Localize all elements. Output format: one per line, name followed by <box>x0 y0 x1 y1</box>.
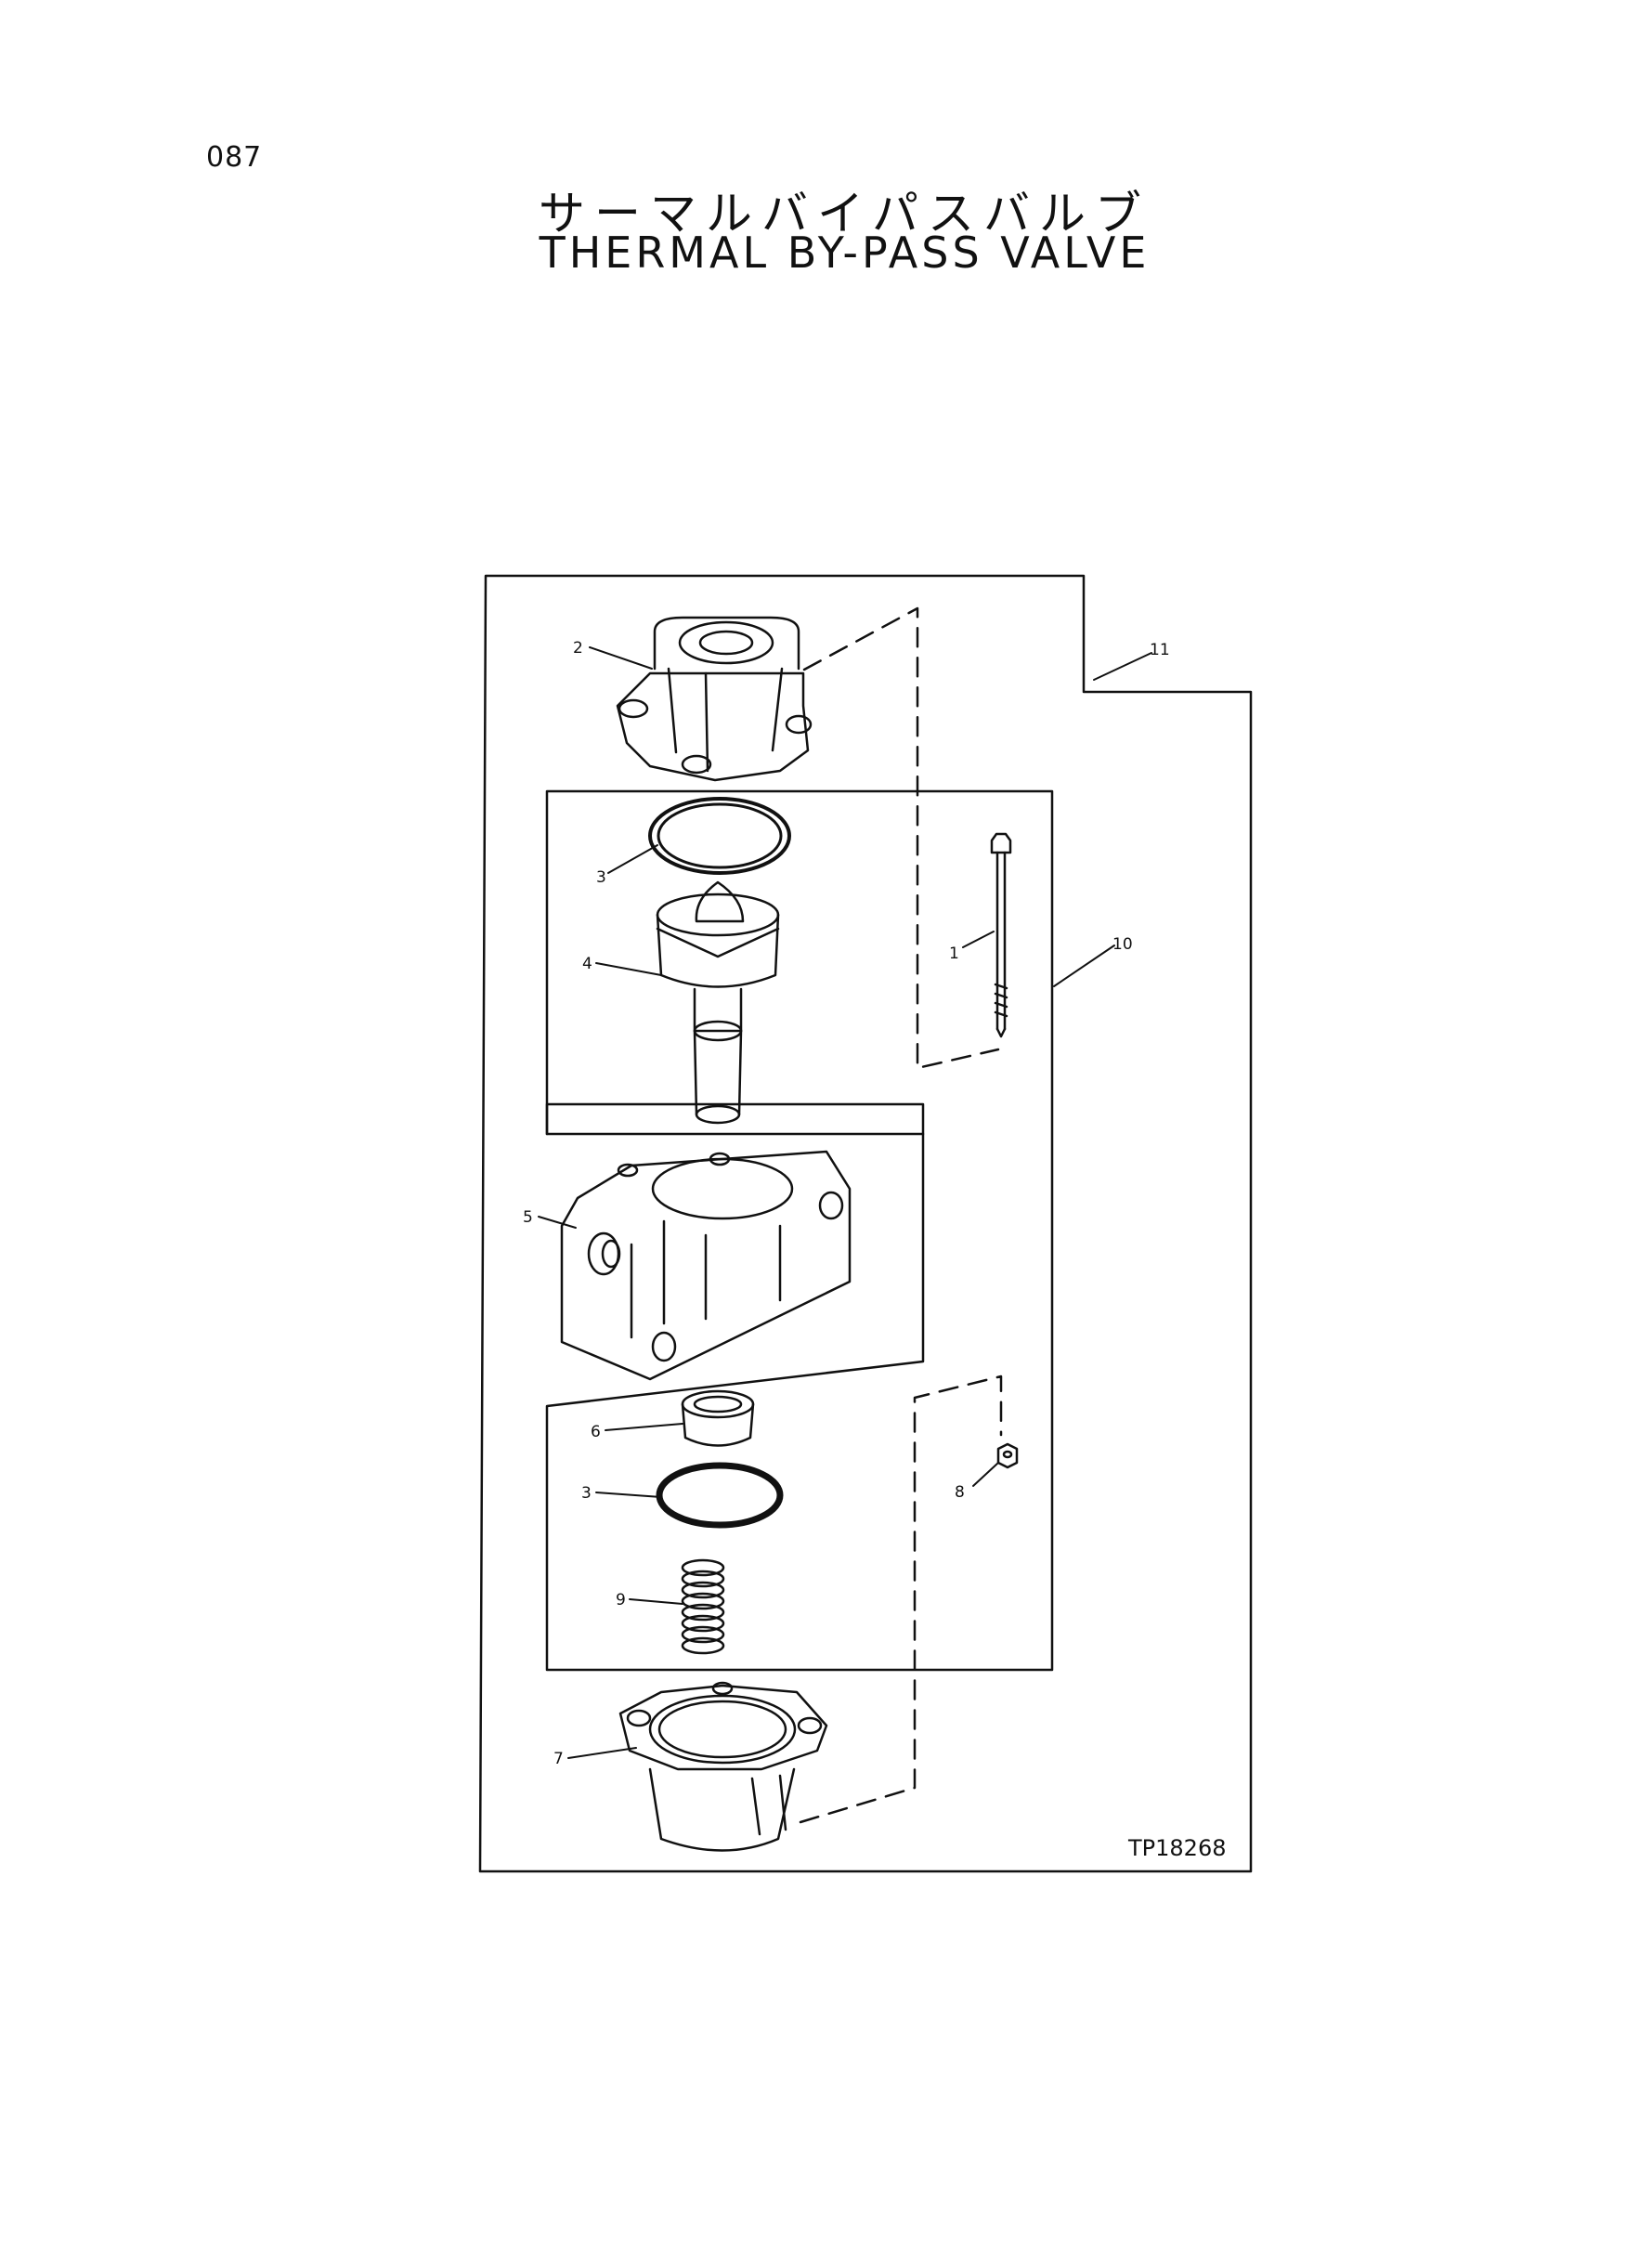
part-4-thermostat <box>656 880 780 1125</box>
figure-reference-code: TP18268 <box>1127 1835 1226 1861</box>
part-1-bolt <box>990 832 1012 1038</box>
callout-9: 9 <box>616 1591 626 1609</box>
part-5-valve-housing <box>560 1150 852 1381</box>
callout-5: 5 <box>523 1208 533 1227</box>
callout-8: 8 <box>955 1483 965 1502</box>
callout-2: 2 <box>573 639 583 658</box>
callout-leader-lines <box>538 646 1152 1759</box>
part-3-upper-o-ring <box>648 797 791 875</box>
part-2-top-cover <box>616 616 813 782</box>
callout-3-upper: 3 <box>596 868 606 887</box>
page-title-japanese: サーマルバイパスバルブ <box>539 187 1151 241</box>
kit-group-outline <box>545 789 1054 1672</box>
kit-group-divider <box>545 1102 925 1136</box>
part-3-lower-o-ring <box>656 1462 784 1529</box>
part-7-bottom-cover <box>618 1681 828 1852</box>
callout-4: 4 <box>582 955 592 973</box>
part-8-nut <box>996 1442 1019 1469</box>
part-6-valve-seat <box>681 1389 755 1447</box>
callout-6: 6 <box>591 1423 601 1441</box>
callout-11: 11 <box>1150 641 1170 659</box>
page-title-english: THERMAL BY-PASS VALVE <box>539 228 1151 278</box>
assembly-frame-outline <box>478 574 1253 1873</box>
callout-10: 10 <box>1112 935 1133 954</box>
callout-3-lower: 3 <box>581 1484 592 1503</box>
callout-1: 1 <box>949 945 959 963</box>
page-number: 087 <box>206 141 263 174</box>
part-9-spring <box>681 1558 725 1655</box>
callout-7: 7 <box>553 1750 564 1768</box>
dashed-connection-lines <box>799 606 1003 1824</box>
